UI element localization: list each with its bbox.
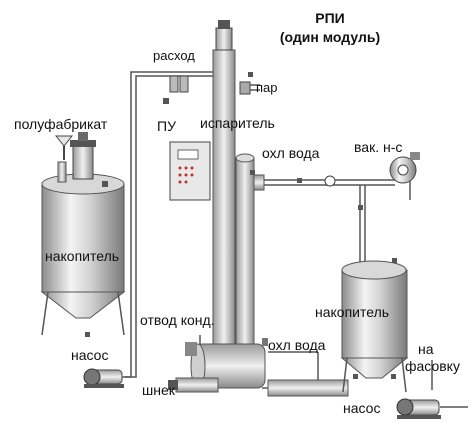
label-cooling-water-top: охл вода [262,145,320,161]
label-control-unit: ПУ [157,118,176,134]
title-line-2: (один модуль) [279,29,381,45]
label-condensate-drain: отвод конд. [140,312,215,328]
diagram-title: РПИ [285,9,375,27]
label-pump-left: насос [71,347,109,363]
label-evaporator: испаритель [200,115,275,131]
label-to-packaging-2: фасовку [405,358,460,374]
label-storage-left: накопитель [45,248,120,264]
label-storage-right: накопитель [315,304,390,320]
label-to-packaging-1: на [418,341,434,357]
right-pump [396,398,441,419]
right-storage-tank [340,260,409,393]
label-steam: пар [256,80,278,95]
separator [168,338,349,397]
left-storage-tank [40,132,126,336]
label-pump-right: насос [343,400,381,416]
label-screw: шнек [142,382,175,398]
title-line-1: РПИ [315,10,345,26]
vacuum-pump [324,152,420,187]
label-semi-product: полуфабрикат [14,116,108,132]
control-panel [169,141,211,201]
label-vacuum-pump: вак. н-с [354,139,403,155]
diagram-subtitle: (один модуль) [268,28,392,46]
label-cooling-water-bottom: охл вода [268,337,326,353]
left-pump [83,368,124,388]
label-flow: расход [153,48,195,63]
evaporator [169,20,265,351]
